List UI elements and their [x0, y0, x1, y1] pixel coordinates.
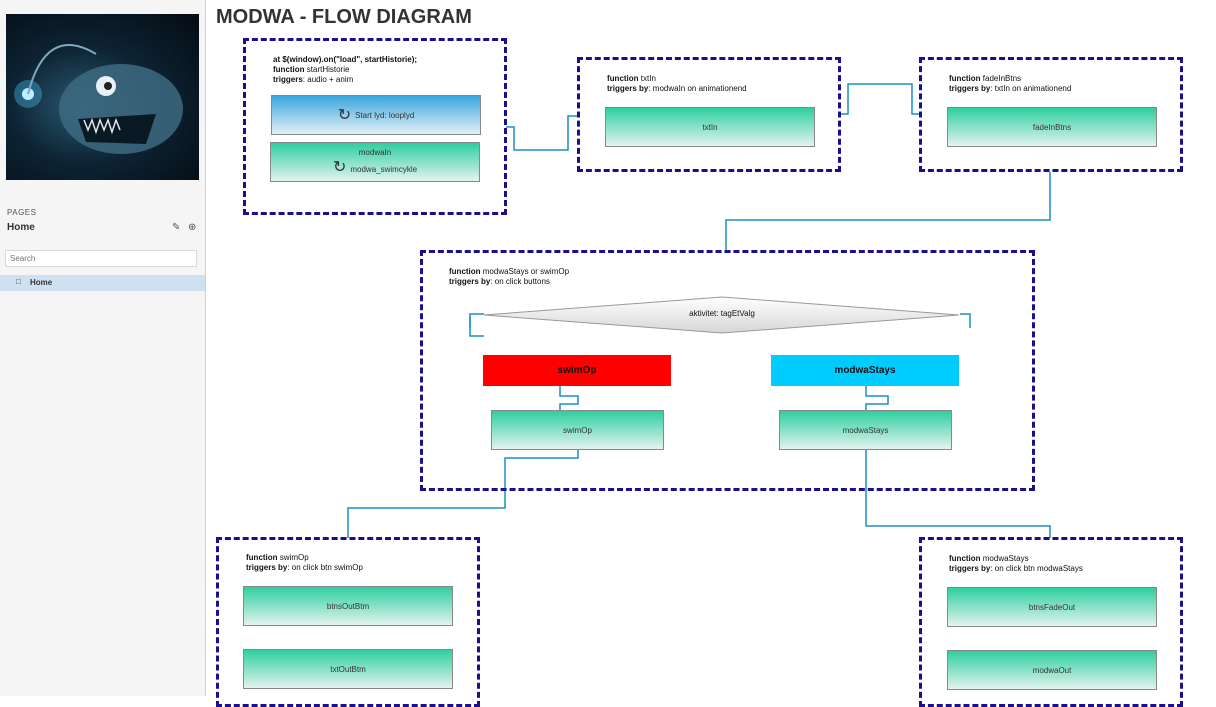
box3-info: function fadeInBtns triggers by: txtIn o…: [949, 74, 1071, 94]
box5-fn-value: swimOp: [277, 553, 309, 562]
box1-tr-label: triggers: [273, 75, 303, 84]
sidebar-home-title: Home: [7, 222, 35, 233]
sidebar: PAGES Home ✎ ⊕ □ Home: [0, 0, 206, 696]
box3-tr-value: : txtIn on animationend: [990, 84, 1072, 93]
page-icon: □: [16, 277, 21, 286]
box4-fn-label: function: [449, 267, 481, 276]
box3-fn-label: function: [949, 74, 981, 83]
add-page-icon[interactable]: ⊕: [188, 222, 197, 233]
box4-info: function modwaStays or swimOp triggers b…: [449, 267, 569, 287]
sidebar-item-home[interactable]: □ Home: [0, 275, 205, 291]
swim-op-button[interactable]: swimOp: [483, 355, 671, 386]
box1-info: at $(window).on("load", startHistorie); …: [273, 55, 417, 85]
refresh-icon: ↻: [332, 158, 347, 176]
page-title: MODWA - FLOW DIAGRAM: [216, 6, 472, 28]
box1-fn-value: startHistorie: [304, 65, 350, 74]
node-txt-out-btm[interactable]: txtOutBtm: [243, 649, 453, 689]
node-btns-out-btm[interactable]: btnsOutBtm: [243, 586, 453, 626]
box1-tr-value: : audio + anim: [302, 75, 354, 84]
node-start-lyd[interactable]: ↻Start lyd: looplyd: [271, 95, 481, 135]
box6-info: function modwaStays triggers by: on clic…: [949, 554, 1083, 574]
box1-line1: at $(window).on("load", startHistorie);: [273, 55, 418, 64]
box5-fn-label: function: [246, 553, 278, 562]
modwa-stays-button[interactable]: modwaStays: [771, 355, 959, 386]
edit-page-icon[interactable]: ✎: [172, 222, 181, 233]
node-label: modwa_swimcykle: [350, 164, 418, 174]
anglerfish-logo: [6, 14, 199, 180]
box-fade-in-btns: [919, 57, 1183, 172]
decision-label: aktivitet: tagEtValg: [689, 309, 755, 318]
box-start-historie: [243, 38, 507, 215]
node-swim-op[interactable]: swimOp: [491, 410, 664, 450]
node-txt-in[interactable]: txtIn: [605, 107, 815, 147]
sidebar-item-label: Home: [30, 278, 53, 287]
box1-fn-label: function: [273, 65, 305, 74]
pages-label: PAGES: [7, 208, 37, 217]
box2-tr-value: : modwaIn on animationend: [648, 84, 747, 93]
node-fade-in-btns[interactable]: fadeInBtns: [947, 107, 1157, 147]
box5-tr-value: : on click btn swimOp: [287, 563, 363, 572]
search-input[interactable]: [5, 250, 197, 267]
refresh-icon: ↻: [337, 107, 352, 124]
box2-info: function txtIn triggers by: modwaIn on a…: [607, 74, 747, 94]
node-modwa-out[interactable]: modwaOut: [947, 650, 1157, 690]
node-label: modwaIn: [358, 147, 392, 157]
decision-diamond: [484, 296, 960, 334]
box3-tr-label: triggers by: [949, 84, 991, 93]
node-btns-fade-out[interactable]: btnsFadeOut: [947, 587, 1157, 627]
box3-fn-value: fadeInBtns: [980, 74, 1022, 83]
box2-fn-value: txtIn: [638, 74, 656, 83]
box6-tr-value: : on click btn modwaStays: [990, 564, 1083, 573]
node-modwa-stays[interactable]: modwaStays: [779, 410, 952, 450]
box-modwa-stays-or-swim-op: [420, 250, 1035, 491]
box6-tr-label: triggers by: [949, 564, 991, 573]
node-label: Start lyd: looplyd: [355, 110, 415, 120]
box5-tr-label: triggers by: [246, 563, 288, 572]
box2-tr-label: triggers by: [607, 84, 649, 93]
box6-fn-label: function: [949, 554, 981, 563]
box-txt-in: [577, 57, 841, 172]
box4-tr-value: : on click buttons: [490, 277, 550, 286]
box5-info: function swimOp triggers by: on click bt…: [246, 553, 363, 573]
node-modwa-in[interactable]: modwaIn ↻modwa_swimcykle: [270, 142, 480, 182]
box6-fn-value: modwaStays: [980, 554, 1029, 563]
box4-fn-value: modwaStays or swimOp: [480, 267, 570, 276]
box4-tr-label: triggers by: [449, 277, 491, 286]
box2-fn-label: function: [607, 74, 639, 83]
